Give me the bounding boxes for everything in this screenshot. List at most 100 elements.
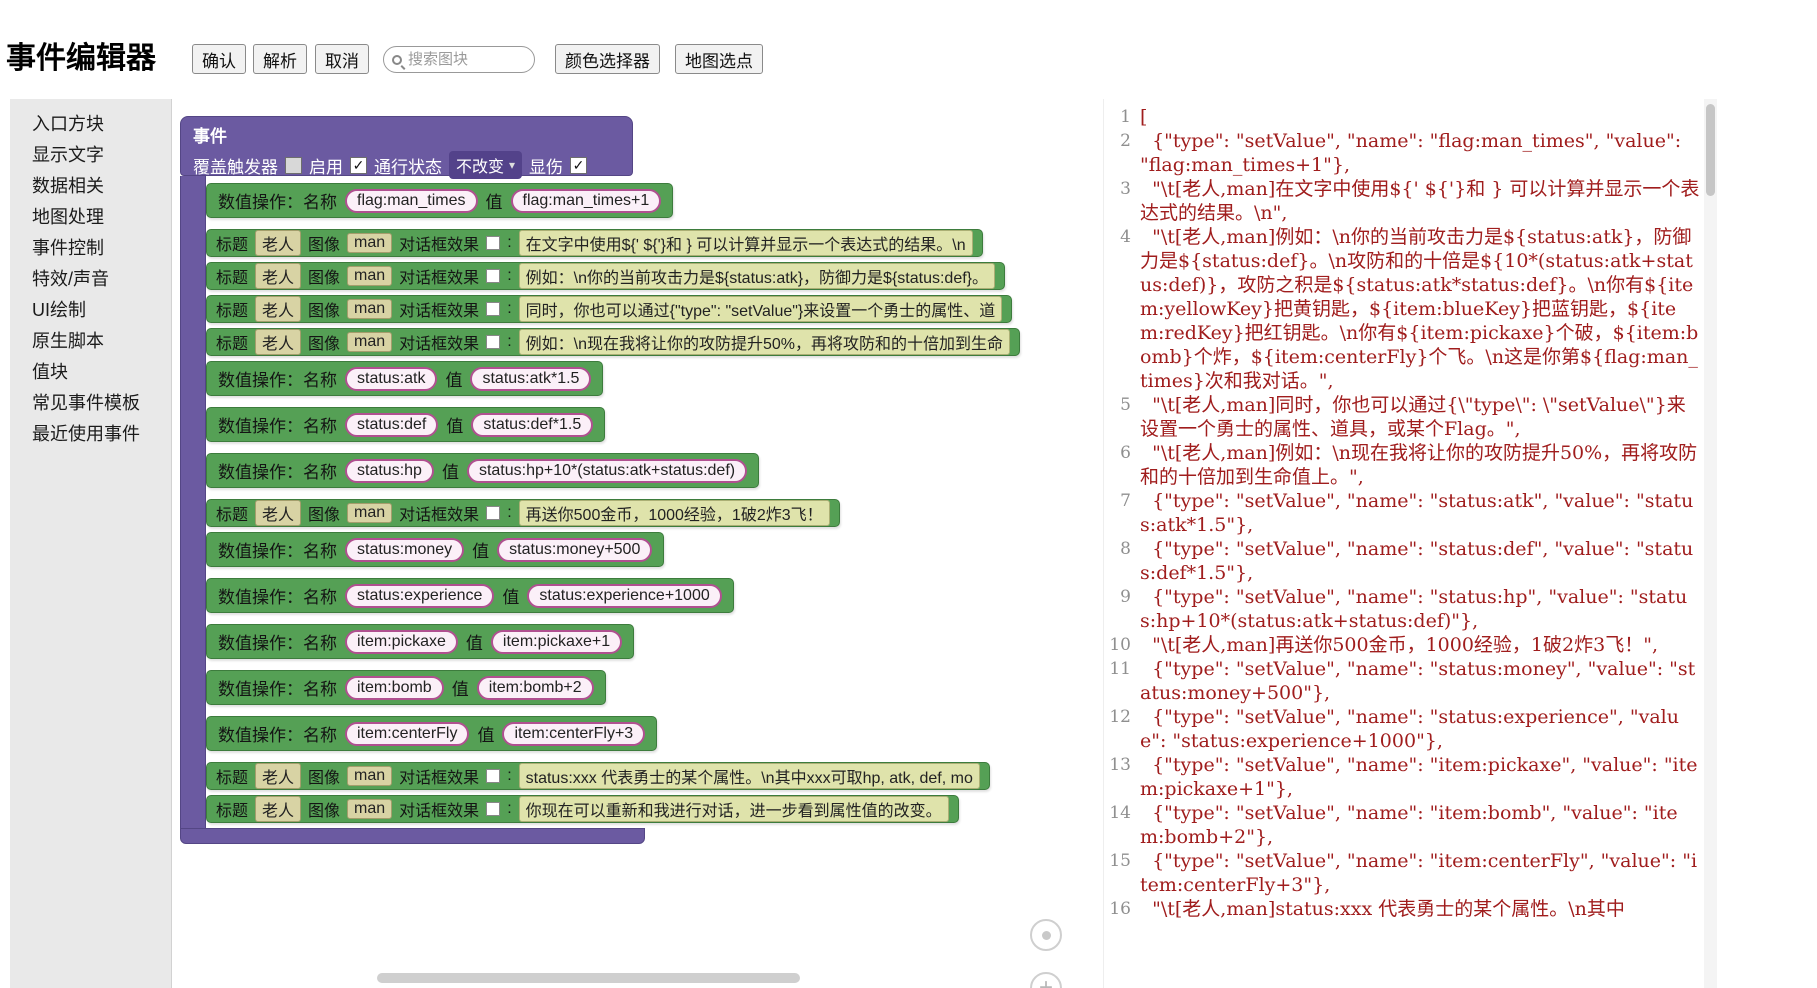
cancel-button[interactable]: 取消 [315,44,369,74]
text-title-field[interactable]: 老人 [255,230,302,256]
setvalue-value-field[interactable]: status:hp+10*(status:atk+status:def) [466,458,748,483]
canvas-horizontal-scrollbar[interactable] [377,973,800,983]
sidebar-item-4[interactable]: 地图处理 [32,207,104,227]
text-title-field[interactable]: 老人 [255,329,302,355]
setvalue-value-field[interactable]: item:bomb+2 [476,675,594,700]
text-image-field[interactable]: man [347,332,393,352]
colon-label: : [507,267,512,284]
sidebar-item-3[interactable]: 数据相关 [32,176,104,196]
setvalue-value-field[interactable]: status:money+500 [497,537,653,562]
setvalue-value-field[interactable]: item:pickaxe+1 [490,629,623,654]
setvalue-name-field[interactable]: item:centerFly [345,721,470,746]
setvalue-name-field[interactable]: status:hp [345,458,434,483]
override-trigger-checkbox[interactable] [285,156,302,174]
setvalue-name-field[interactable]: flag:man_times [345,188,478,213]
text-effect-checkbox[interactable] [486,802,501,816]
setvalue-value-field[interactable]: flag:man_times+1 [510,188,662,213]
setvalue-value-field[interactable]: item:centerFly+3 [502,721,646,746]
text-image-field[interactable]: man [347,299,393,319]
event-block[interactable]: 事件 覆盖触发器 启用 ✓ 通行状态 不改变 ▾ 显伤 ✓ 数值操作 [180,116,1021,844]
text-content-field[interactable]: 你现在可以重新和我进行对话，进一步看到属性值的改变。 [518,796,949,822]
colon-label: : [507,504,512,521]
search-box[interactable] [383,46,535,73]
text-content-field[interactable]: status:xxx 代表勇士的某个属性。\n其中xxx可取hp, atk, d… [518,763,980,789]
code-editor[interactable]: 1[2 {"type": "setValue", "name": "flag:m… [1103,99,1704,988]
setvalue-name-field[interactable]: status:atk [345,366,438,391]
setvalue-value-field[interactable]: status:def*1.5 [471,412,594,437]
sidebar-item-6[interactable]: 特效/声音 [32,269,110,289]
setvalue-name-field[interactable]: status:money [345,537,465,562]
text-content-field[interactable]: 在文字中使用${' ${'}和 } 可以计算并显示一个表达式的结果。\n [518,230,973,256]
text-image-field[interactable]: man [347,233,393,253]
event-block-header[interactable]: 事件 覆盖触发器 启用 ✓ 通行状态 不改变 ▾ 显伤 ✓ [180,116,633,179]
zoom-reset-button[interactable] [1030,919,1062,951]
setvalue-value-field[interactable]: status:experience+1000 [527,583,722,608]
text-content-field[interactable]: 例如：\n现在我将让你的攻防提升50%，再将攻防和的十倍加到生命 [518,329,1011,355]
text-effect-checkbox[interactable] [486,769,501,783]
text-effect-checkbox[interactable] [486,269,501,283]
setvalue-name-field[interactable]: status:def [345,412,439,437]
text-effect-checkbox[interactable] [486,236,501,250]
text-effect-checkbox[interactable] [486,335,501,349]
setvalue-name-field[interactable]: item:bomb [345,675,444,700]
block-canvas[interactable]: 事件 覆盖触发器 启用 ✓ 通行状态 不改变 ▾ 显伤 ✓ 数值操作 [172,99,1098,988]
code-editor-scrollbar-thumb[interactable] [1706,104,1715,196]
damage-checkbox[interactable]: ✓ [570,156,588,174]
text-image-field[interactable]: man [347,266,393,286]
sidebar-item-8[interactable]: 原生脚本 [32,331,104,351]
confirm-button[interactable]: 确认 [192,44,246,74]
search-input[interactable] [408,51,518,68]
text-content-field[interactable]: 再送你500金币，1000经验，1破2炸3飞！ [518,500,830,526]
color-picker-button[interactable]: 颜色选择器 [555,44,660,74]
text-image-field[interactable]: man [347,799,393,819]
pass-state-dropdown[interactable]: 不改变 ▾ [449,151,523,179]
text-title-field[interactable]: 老人 [255,296,302,322]
text-title-field[interactable]: 老人 [255,500,302,526]
setvalue-name-field[interactable]: item:pickaxe [345,629,458,654]
code-line: 12 {"type": "setValue", "name": "status:… [1104,705,1704,753]
map-select-button[interactable]: 地图选点 [675,44,763,74]
zoom-in-button[interactable]: + [1030,972,1062,988]
text-content-field[interactable]: 例如：\n你的当前攻击力是${status:atk}，防御力是${status:… [518,263,996,289]
sidebar-item-1[interactable]: 入口方块 [32,114,104,134]
code-editor-scrollbar-track[interactable] [1704,99,1717,988]
text-title-field[interactable]: 老人 [255,796,302,822]
text-effect-checkbox[interactable] [486,506,501,520]
text-effect-checkbox[interactable] [486,302,501,316]
text-title-field[interactable]: 老人 [255,763,302,789]
setvalue-value-label: 值 [451,680,469,699]
text-content-field[interactable]: 同时，你也可以通过{"type": "setValue"}来设置一个勇士的属性、… [518,296,1003,322]
sidebar-item-11[interactable]: 最近使用事件 [32,424,140,444]
sidebar-item-2[interactable]: 显示文字 [32,145,104,165]
parse-button[interactable]: 解析 [253,44,307,74]
sidebar-item-7[interactable]: UI绘制 [32,300,86,320]
text-image-field[interactable]: man [347,766,393,786]
sidebar-item-9[interactable]: 值块 [32,362,68,382]
line-content: "\t[老人,man]再送你500金币，1000经验，1破2炸3飞！", [1140,634,1658,656]
text-image-field[interactable]: man [347,503,393,523]
sidebar-item-10[interactable]: 常见事件模板 [32,393,140,413]
text-image-label: 图像 [308,803,341,820]
enable-checkbox[interactable]: ✓ [350,156,367,174]
setvalue-value-field[interactable]: status:atk*1.5 [470,366,592,391]
sidebar-item-5[interactable]: 事件控制 [32,238,104,258]
text-title-field[interactable]: 老人 [255,263,302,289]
setvalue-name-field[interactable]: status:experience [345,583,495,608]
line-number: 3 [1120,179,1131,199]
